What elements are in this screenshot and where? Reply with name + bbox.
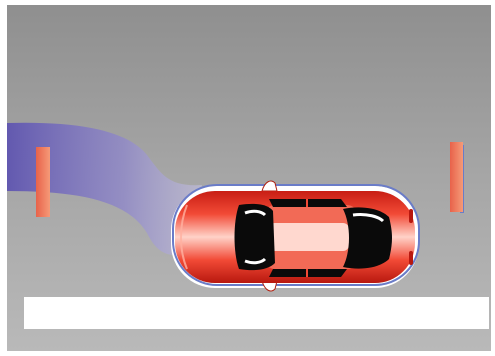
- rear-window: [343, 207, 392, 269]
- windshield: [234, 203, 275, 271]
- left-parking-marker: [36, 147, 50, 217]
- caption-bar: [24, 297, 489, 329]
- car-top-view: [171, 180, 420, 292]
- right-parking-marker: [450, 142, 464, 213]
- parking-scene: [7, 5, 491, 351]
- driving-trail: [7, 122, 202, 256]
